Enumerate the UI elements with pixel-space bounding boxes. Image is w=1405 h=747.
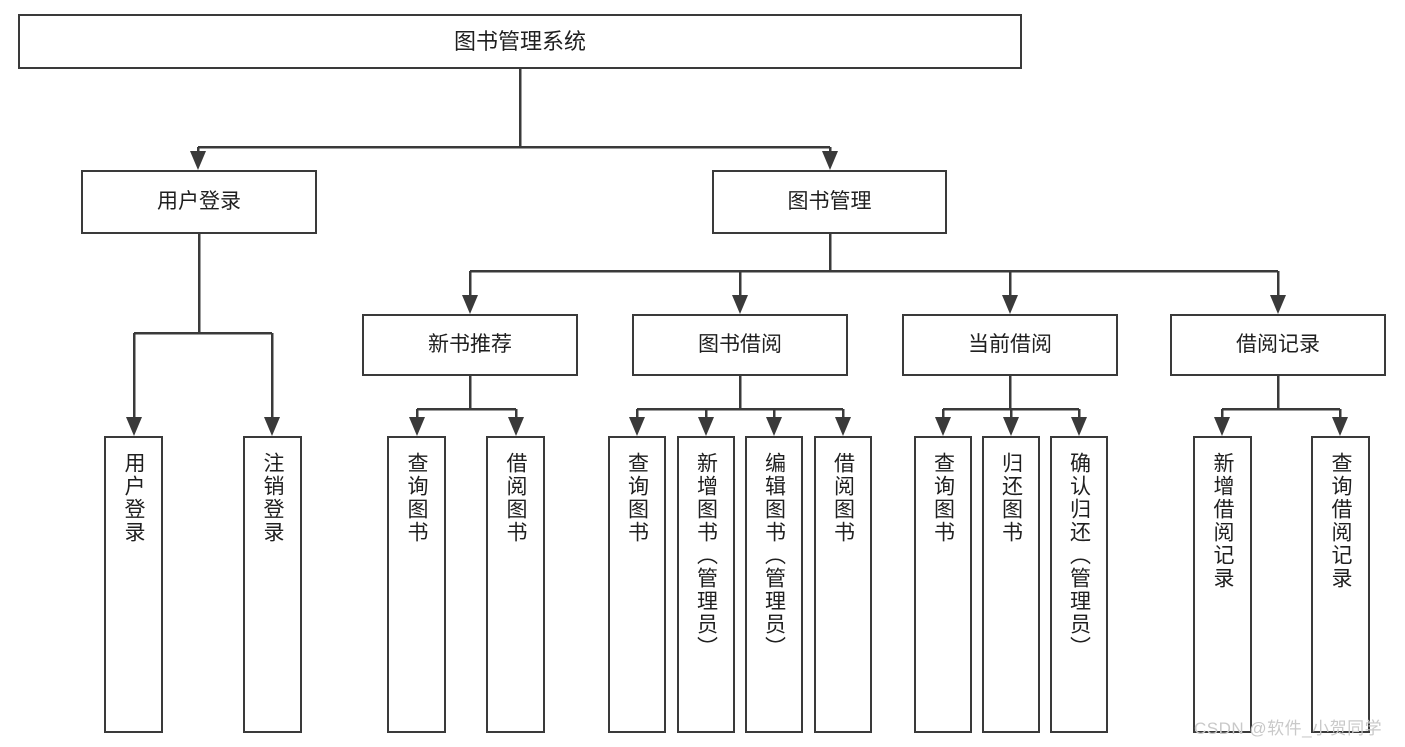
node-leaf-7: 借阅图书 — [814, 436, 872, 733]
node-leaf-0: 用户登录 — [104, 436, 163, 733]
node-leaf-8: 查询图书 — [914, 436, 972, 733]
node-level3-3: 借阅记录 — [1170, 314, 1386, 376]
node-label: 用户登录 — [122, 452, 145, 544]
node-leaf-10: 确认归还（管理员） — [1050, 436, 1108, 733]
node-leaf-9: 归还图书 — [982, 436, 1040, 733]
node-label: 新增借阅记录 — [1211, 452, 1234, 590]
node-label: 用户登录 — [157, 189, 241, 213]
node-leaf-11: 新增借阅记录 — [1193, 436, 1252, 733]
node-level3-2: 当前借阅 — [902, 314, 1118, 376]
node-leaf-1: 注销登录 — [243, 436, 302, 733]
node-level3-0: 新书推荐 — [362, 314, 578, 376]
node-label: 当前借阅 — [968, 332, 1052, 356]
node-leaf-3: 借阅图书 — [486, 436, 545, 733]
node-label: 注销登录 — [261, 452, 284, 544]
node-label: 查询图书 — [931, 452, 955, 544]
node-label: 图书管理系统 — [453, 28, 586, 54]
node-leaf-6: 编辑图书（管理员） — [745, 436, 803, 733]
node-level2-1: 图书管理 — [712, 170, 947, 234]
node-leaf-4: 查询图书 — [608, 436, 666, 733]
node-label: 查询借阅记录 — [1329, 452, 1352, 590]
node-label: 图书管理 — [787, 189, 872, 213]
node-root: 图书管理系统 — [18, 14, 1022, 69]
node-label: 借阅图书 — [504, 452, 527, 544]
node-leaf-12: 查询借阅记录 — [1311, 436, 1370, 733]
node-level3-1: 图书借阅 — [632, 314, 848, 376]
node-label: 归还图书 — [999, 452, 1023, 544]
node-label: 图书借阅 — [698, 332, 782, 356]
node-label: 新书推荐 — [428, 332, 512, 356]
node-leaf-2: 查询图书 — [387, 436, 446, 733]
node-leaf-5: 新增图书（管理员） — [677, 436, 735, 733]
node-label: 借阅图书 — [831, 452, 855, 544]
node-label: 查询图书 — [405, 452, 428, 544]
node-label: 新增图书（管理员） — [694, 452, 718, 659]
node-level2-0: 用户登录 — [81, 170, 317, 234]
node-label: 确认归还（管理员） — [1067, 452, 1091, 659]
node-label: 查询图书 — [625, 452, 649, 544]
node-label: 借阅记录 — [1236, 332, 1320, 356]
node-label: 编辑图书（管理员） — [762, 452, 786, 659]
